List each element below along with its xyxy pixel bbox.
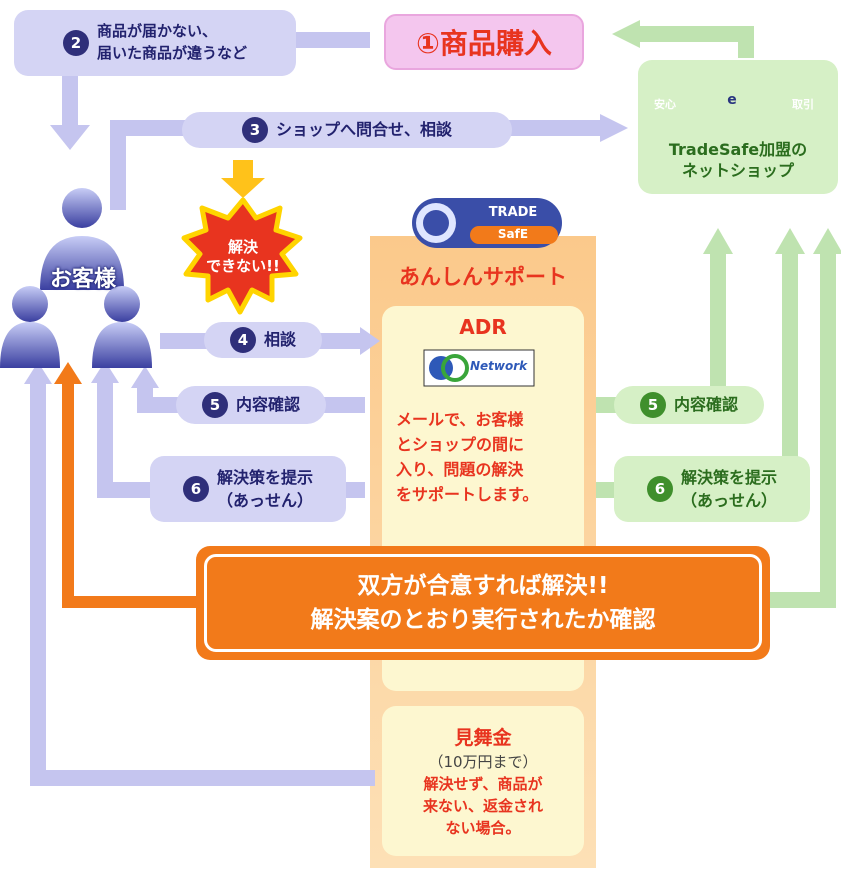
arrow-head-up bbox=[131, 366, 159, 388]
step1-label: ①商品購入 bbox=[416, 27, 552, 60]
adr-desc-line: をサポートします。 bbox=[396, 484, 539, 504]
badge-right: 取引 bbox=[792, 98, 814, 111]
logo-top-text: TRADE bbox=[488, 205, 538, 220]
arrow-head-up bbox=[24, 362, 52, 384]
step6-line2: （あっせん） bbox=[216, 491, 313, 510]
adr-title: ADR bbox=[459, 315, 507, 339]
step2-number-icon: 2 bbox=[62, 30, 89, 56]
shop-box: 安心 取引 e TradeSafe加盟の ネットショップ bbox=[638, 60, 838, 194]
network-logo-icon bbox=[423, 349, 535, 387]
badge-center: e bbox=[727, 92, 737, 108]
resolution-line2: 解決案のとおり実行されたか確認 bbox=[310, 607, 656, 633]
step6-proposal-customer: 6 解決策を提示 （あっせん） bbox=[150, 456, 346, 522]
step6-number-icon: 6 bbox=[646, 476, 673, 502]
yellow-down-arrow bbox=[221, 160, 265, 198]
shop-line1: TradeSafe加盟の bbox=[668, 140, 808, 160]
mimai-limit: （10万円まで） bbox=[428, 753, 538, 772]
network-label: Network bbox=[470, 359, 528, 373]
step4-number-icon: 4 bbox=[229, 327, 256, 353]
mimai-box: 見舞金 （10万円まで） 解決せず、商品が 来ない、返金され ない場合。 bbox=[382, 712, 584, 852]
step5-label: 内容確認 bbox=[235, 394, 300, 414]
step6-number-icon: 6 bbox=[182, 476, 209, 502]
step3-label: ショップへ問合せ、相談 bbox=[275, 119, 452, 139]
step5-confirm-shop: 5 内容確認 bbox=[614, 386, 764, 424]
arrow-head-right bbox=[600, 114, 628, 142]
arrow-head-up bbox=[813, 228, 841, 254]
badge-left: 安心 bbox=[654, 98, 676, 111]
support-title: あんしんサポート bbox=[399, 265, 567, 289]
shop-line2: ネットショップ bbox=[681, 161, 794, 181]
arrow-head-up bbox=[91, 361, 119, 383]
resolution-line1: 双方が合意すれば解決!! bbox=[357, 572, 609, 599]
mimai-desc-line: 解決せず、商品が bbox=[423, 775, 543, 794]
step6-proposal-shop: 6 解決策を提示 （あっせん） bbox=[614, 456, 810, 522]
step5-number-icon: 5 bbox=[639, 392, 666, 418]
tradesafe-logo-icon bbox=[412, 198, 562, 248]
step6-line1: 解決策を提示 bbox=[216, 467, 313, 487]
adr-desc-line: とショップの間に bbox=[396, 435, 525, 455]
step6-line1: 解決策を提示 bbox=[680, 467, 777, 487]
step5-label: 内容確認 bbox=[673, 394, 738, 414]
burst-line2: できない!! bbox=[206, 257, 280, 275]
mimai-desc-line: 来ない、返金され bbox=[422, 796, 543, 815]
arrow-head-up bbox=[775, 228, 805, 254]
shop-arrows bbox=[596, 26, 836, 608]
logo-bottom-text: SafE bbox=[497, 227, 529, 241]
arrow-head-left bbox=[612, 20, 640, 48]
arrow-head-right bbox=[360, 327, 380, 355]
step3-inquiry: 3 ショップへ問合せ、相談 bbox=[182, 112, 512, 148]
step2-problem: 2 商品が届かない、 届いた商品が違うなど bbox=[14, 10, 296, 76]
step3-number-icon: 3 bbox=[241, 117, 268, 143]
result-arrow-left bbox=[62, 380, 200, 608]
arrow-head-up bbox=[703, 228, 733, 254]
adr-desc-line: メールで、お客様 bbox=[396, 410, 524, 430]
mimai-title: 見舞金 bbox=[454, 726, 512, 749]
customer-icon bbox=[0, 188, 152, 368]
step6-line2: （あっせん） bbox=[680, 491, 777, 510]
customer-label: お客様 bbox=[18, 262, 148, 292]
adr-description: メールで、お客様 とショップの間に 入り、問題の解決 をサポートします。 bbox=[382, 398, 584, 518]
adr-desc-line: 入り、問題の解決 bbox=[396, 460, 524, 479]
step5-number-icon: 5 bbox=[201, 392, 228, 418]
step4-label: 相談 bbox=[263, 329, 296, 349]
resolution-banner: 双方が合意すれば解決!! 解決案のとおり実行されたか確認 bbox=[196, 546, 770, 660]
mimai-desc-line: ない場合。 bbox=[445, 818, 521, 837]
step1-purchase: ①商品購入 bbox=[384, 14, 584, 70]
step4-consult: 4 相談 bbox=[204, 322, 322, 358]
step2-line2: 届いた商品が違うなど bbox=[96, 44, 247, 62]
customer-label-text: お客様 bbox=[49, 267, 116, 292]
burst-label: 解決 できない!! bbox=[196, 230, 290, 284]
arrow-head-down bbox=[50, 125, 90, 150]
step5-confirm-customer: 5 内容確認 bbox=[176, 386, 326, 424]
mimai-panel bbox=[382, 706, 584, 856]
unresolved-burst bbox=[181, 197, 303, 315]
burst-line1: 解決 bbox=[227, 237, 258, 256]
step2-line1: 商品が届かない、 bbox=[96, 22, 217, 41]
